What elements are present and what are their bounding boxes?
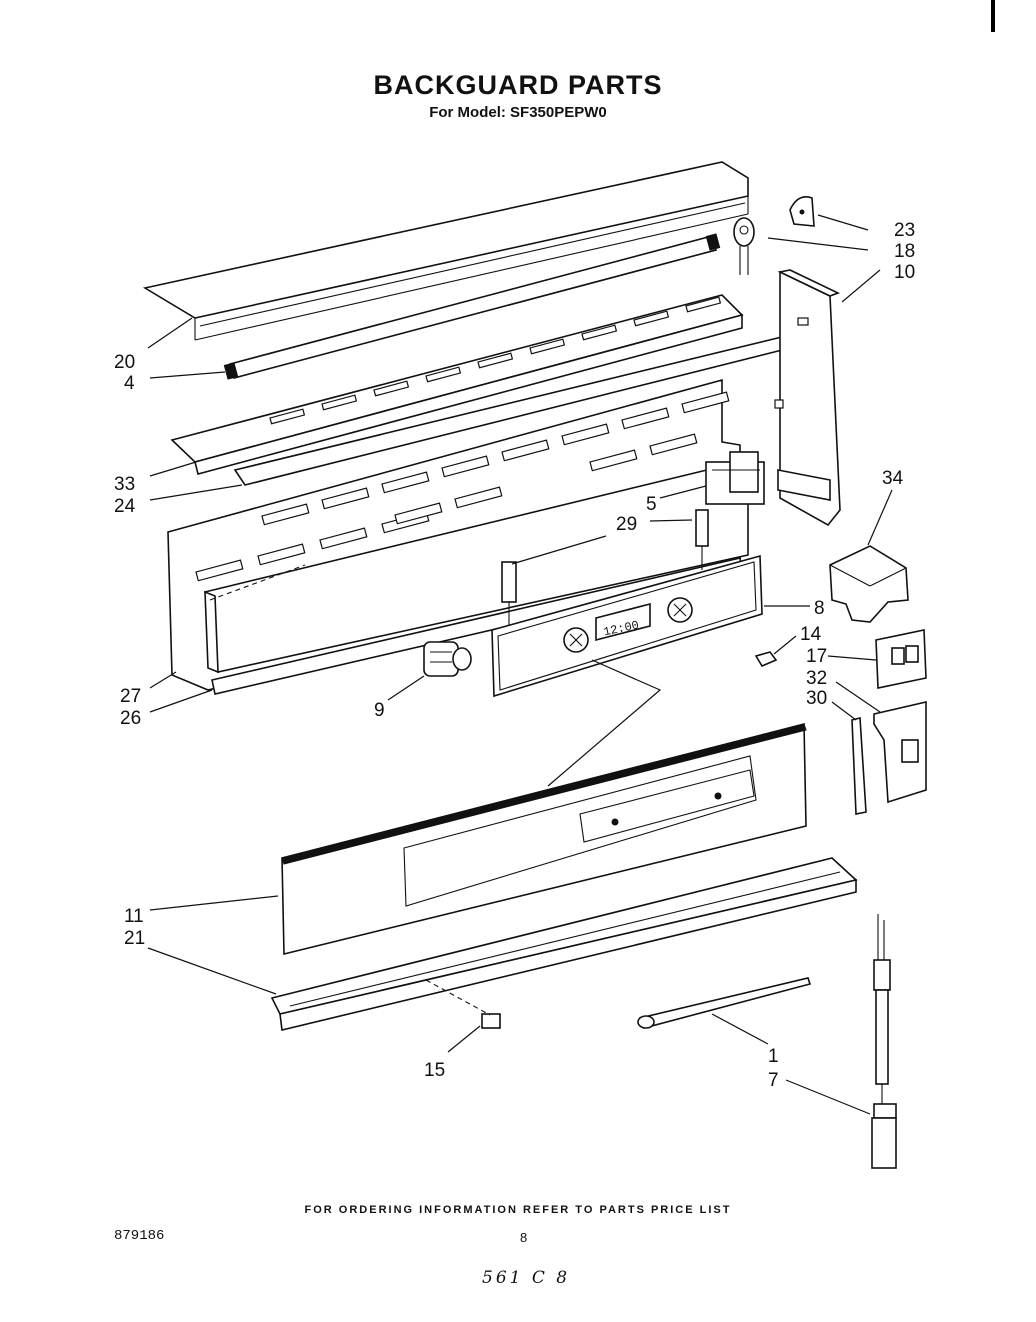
callout-5: 5 [646,494,657,515]
page-number: 8 [520,1230,528,1245]
vent-slot [581,324,618,341]
vent-slot [589,449,638,472]
vent-slot [454,486,503,509]
part-20-top-trim [142,161,749,341]
part-32-side-bracket [873,700,927,804]
connector-dash-2 [425,979,491,1016]
callout-21: 21 [124,928,145,949]
callout-4: 4 [124,373,135,394]
vent-slot [257,543,306,566]
part-10-end-bracket [774,269,841,527]
callout-14: 14 [800,624,822,645]
part-18-lamp-socket [733,217,755,275]
callout-1: 1 [768,1046,779,1067]
vent-slot [319,527,368,550]
part-27-backguard-housing [167,378,749,691]
part-1-rod [637,977,812,1029]
ordering-note: FOR ORDERING INFORMATION REFER TO PARTS … [304,1204,732,1216]
part-30-strip [851,716,867,815]
callout-20: 20 [114,352,135,373]
part-8-control-panel: 12:00 [491,554,763,698]
vent-slot [321,487,370,510]
callout-18: 18 [894,241,915,262]
part-14-knob [754,651,778,668]
vent-slot [195,559,244,582]
vent-slot [261,503,310,526]
part-34-cover [829,545,909,623]
callout-11: 11 [124,906,144,927]
callout-34: 34 [882,468,904,489]
vent-slot [681,391,730,414]
callout-24: 24 [114,496,136,517]
vent-slot [441,455,490,478]
callout-9: 9 [374,700,385,721]
callout-33: 33 [114,474,135,495]
part-29-mounting-bracket [501,509,709,630]
handwritten-note: 561 C 8 [482,1268,571,1288]
part-5-switch-module [705,451,765,505]
part-33-light-shield [170,294,744,475]
callout-15: 15 [424,1060,445,1081]
callout-10: 10 [894,262,915,283]
vent-slot [621,407,670,430]
callout-7: 7 [768,1070,779,1091]
callout-labels: 23 18 10 20 4 33 24 5 29 34 8 14 17 32 3… [114,220,915,1091]
scan-edge-mark [991,0,995,32]
vent-slot [269,408,306,425]
vent-slot [529,338,566,355]
model-subtitle: For Model: SF350PEPW0 [429,104,607,121]
vent-slot [477,352,514,369]
part-17-terminal-block [875,629,927,689]
panel-relationship-line [547,659,662,787]
callout-29: 29 [616,514,637,535]
part-23-socket-cover [789,196,815,227]
callout-32: 32 [806,668,827,689]
part-21-bottom-trim [270,857,858,1031]
document-number: 879186 [114,1228,165,1244]
callout-30: 30 [806,688,827,709]
part-9-switch [423,641,472,677]
vent-slot [381,471,430,494]
leader-lines [147,214,893,1115]
vent-slot [561,423,610,446]
part-7-sensor-probe [871,914,897,1169]
callout-26: 26 [120,708,141,729]
vent-slot [685,296,722,313]
vent-slot [425,366,462,383]
callout-23: 23 [894,220,915,241]
part-4-fluorescent-tube [223,233,721,380]
callout-27: 27 [120,686,141,707]
part-11-glass-panel [281,722,807,956]
callout-8: 8 [814,598,825,619]
vent-slot [633,310,670,327]
vent-slot [394,502,443,525]
vent-slot [649,433,698,456]
part-15-clip [481,1013,501,1029]
page-title: BACKGUARD PARTS [373,70,663,100]
callout-17: 17 [806,646,827,667]
vent-slot [373,380,410,397]
vent-slot [501,439,550,462]
connector-dash-1 [209,564,306,601]
vent-slot [321,394,358,411]
